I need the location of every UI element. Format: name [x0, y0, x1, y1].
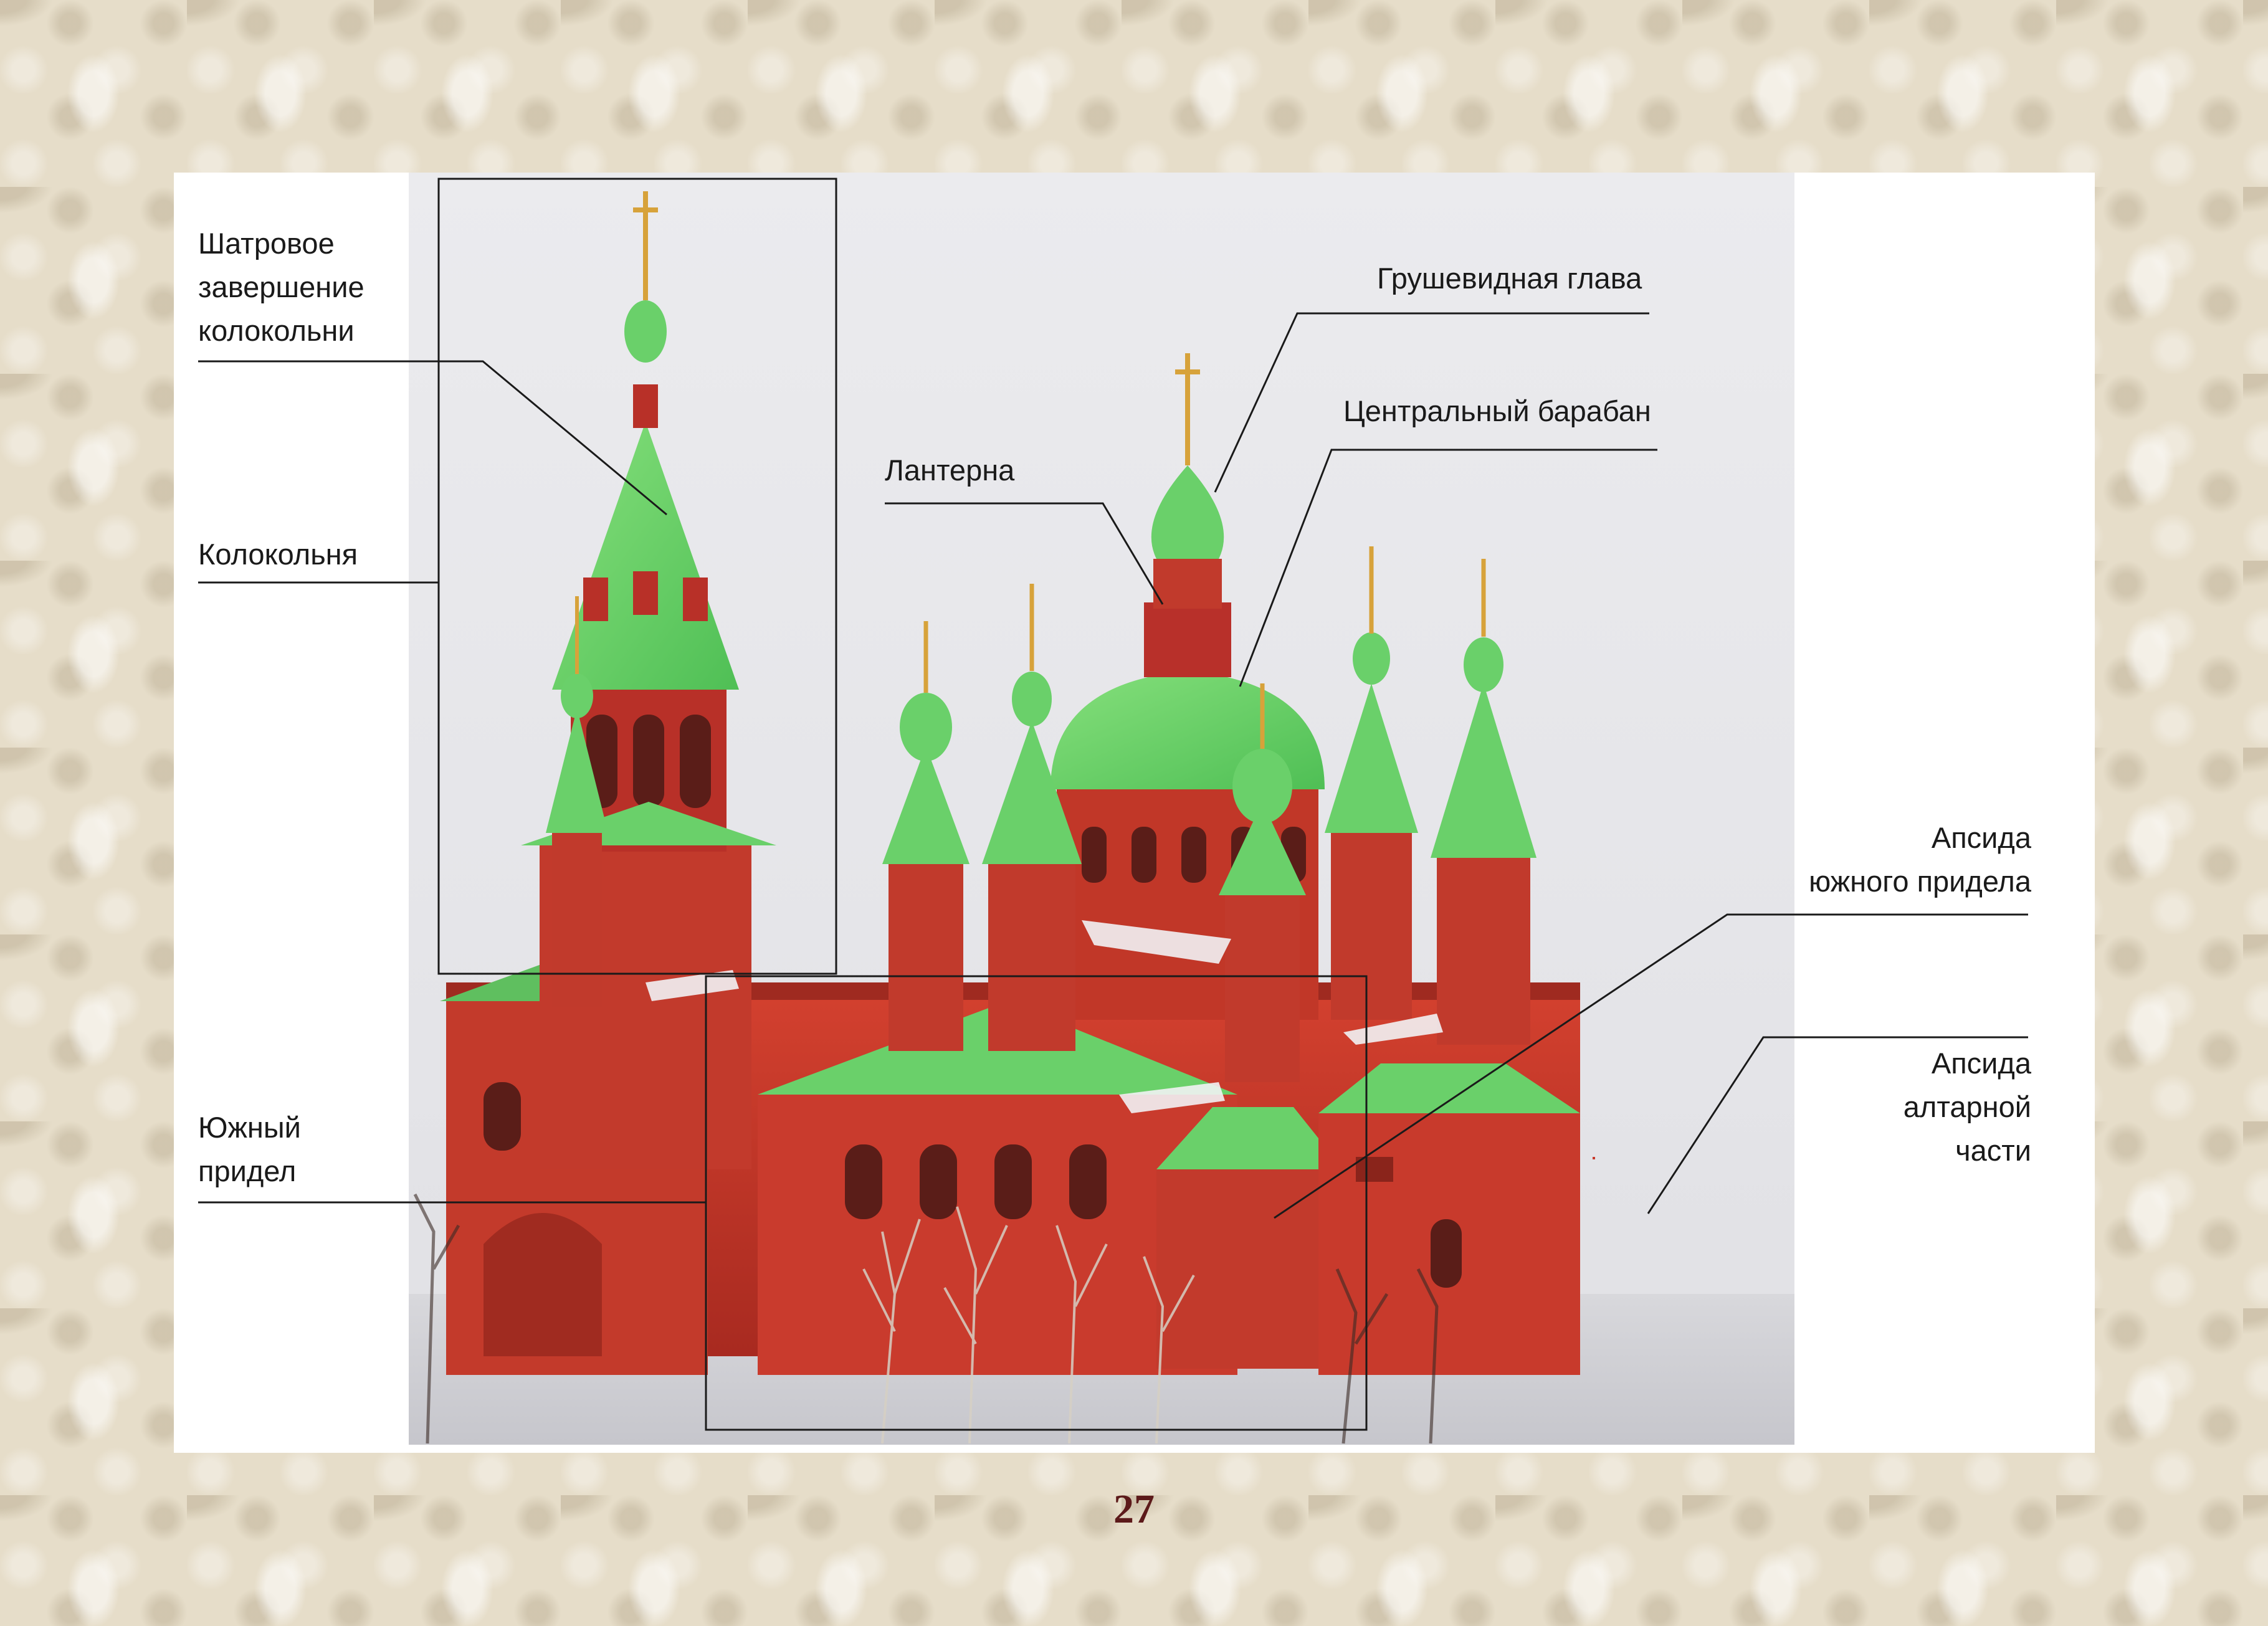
- south-chapel-box: [705, 975, 1368, 1431]
- leader-central-drum: [1239, 449, 1657, 687]
- leader-altar-apse: [1647, 1036, 2028, 1214]
- lantern: [1144, 602, 1231, 677]
- label-south-chapel: Южный придел: [198, 1111, 301, 1187]
- cathedral-photo: [409, 173, 1794, 1445]
- cathedral-illustration: [409, 191, 1794, 1445]
- label-south-apse: Апсида южного придела: [1809, 821, 2031, 898]
- bell-tower-box: [437, 178, 837, 975]
- corner-tower-2: [982, 584, 1082, 1051]
- label-bell-tower: Колокольня: [198, 538, 358, 571]
- bare-trees: [862, 1206, 1195, 1444]
- leader-lantern: [885, 502, 1164, 605]
- label-central-drum: Центральный барабан: [1343, 394, 1651, 427]
- south-apse-roof: [1156, 1107, 1343, 1169]
- label-tent-roof: Шатровое завершение колокольни: [198, 227, 364, 347]
- label-lantern: Лантерна: [885, 454, 1015, 487]
- corner-tower-5: [1219, 683, 1306, 1082]
- label-pear-cupola: Грушевидная глава: [1377, 262, 1642, 295]
- south-apse: [1156, 1169, 1343, 1369]
- leader-pear-cupola: [1214, 312, 1649, 493]
- leader-tent-roof: [198, 360, 667, 516]
- bell-tower-side-turret: [546, 596, 608, 1007]
- page-number: 27: [1113, 1486, 1155, 1532]
- pear-cupola: [1151, 465, 1224, 559]
- leader-south-apse: [1274, 913, 2028, 1219]
- bell-tower-tent-roof: [552, 422, 739, 690]
- label-altar-apse: Апсида алтарной части: [1903, 1047, 2031, 1167]
- corner-tower-4: [1431, 559, 1537, 1045]
- altar-apse-roof: [1318, 1063, 1580, 1113]
- corner-tower-3: [1325, 546, 1418, 1020]
- corner-tower-1: [882, 621, 970, 1051]
